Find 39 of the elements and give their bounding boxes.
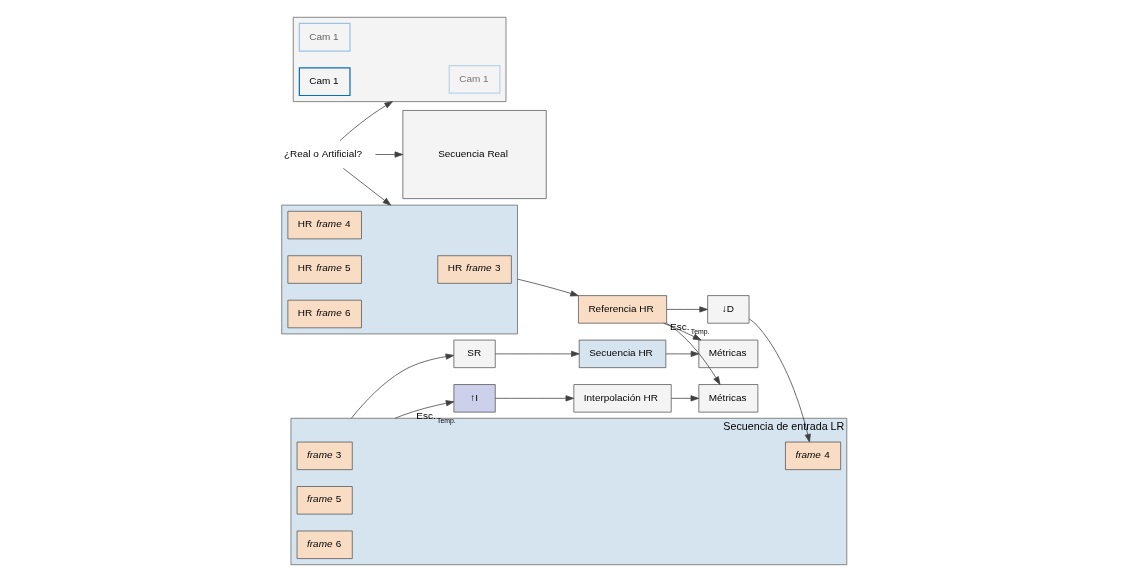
node-box: frame 4 [785,441,842,471]
node-box: HR frame 3 [437,255,512,284]
arrow [517,278,579,297]
node-box: ↑I [453,384,496,413]
node-box: HR frame 4 [287,210,362,240]
node-box: Métricas [698,384,759,413]
node-box: Métricas [698,339,759,369]
arrow [495,350,580,357]
node-box: Cam 1 [448,64,501,94]
node-box: Secuencia HR [578,339,667,369]
arrow [671,395,700,402]
arrow [375,151,404,158]
node-box: ↓D [707,295,750,324]
node-text: ¿Real o Artificial? [284,148,363,160]
arrow [665,350,700,357]
arrow [666,322,721,385]
node-box: Referencia HR [578,295,667,324]
node-box: Secuencia Real [402,110,547,199]
node-box: Cam 1 [298,22,351,52]
arrow [495,395,574,402]
cluster [292,16,507,102]
node-box: HR frame 6 [287,299,362,329]
node-box: Interpolación HR [573,384,672,413]
arrow [394,400,455,419]
arrow [351,353,455,419]
node-box: frame 3 [296,441,353,471]
arrow [342,168,392,206]
arrow [748,318,811,443]
node-label: Esc.$_{Temp.}$ [670,321,710,335]
arrow [666,306,708,313]
arrow [339,101,393,142]
arrow [663,322,702,341]
node-label: Esc.$_{Temp.}$ [416,410,456,424]
node-box: frame 6 [296,530,353,559]
node-box: frame 5 [296,486,353,515]
node-box: Cam 1 [298,67,351,97]
node-box: HR frame 5 [287,255,362,284]
node-box: SR [453,339,496,369]
cluster [281,204,518,335]
